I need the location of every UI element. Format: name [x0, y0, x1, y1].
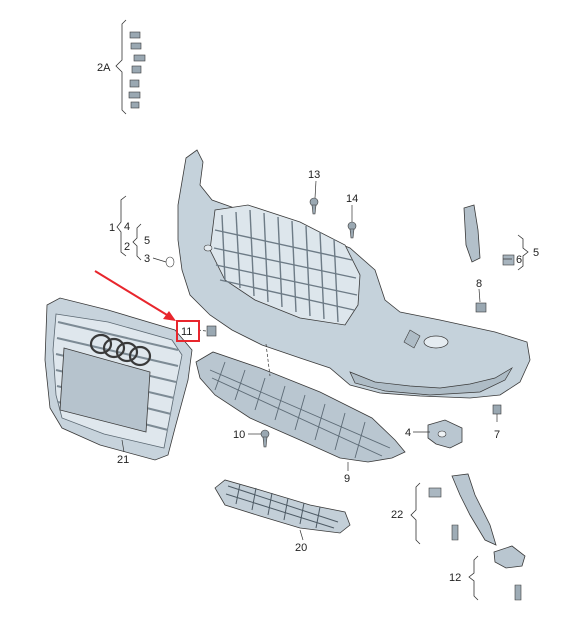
callout-8: 8 [476, 278, 482, 290]
callout-9: 9 [344, 473, 350, 485]
callout-21: 21 [117, 454, 129, 466]
callout-20: 20 [295, 542, 307, 554]
bumper-cover [177, 149, 531, 399]
callout-5b: 5 [533, 247, 539, 259]
callout-4a: 4 [124, 221, 130, 233]
highlight-arrow [94, 270, 176, 321]
callout-2: 2 [124, 241, 130, 253]
callout-14: 14 [346, 193, 358, 205]
lower-cover [195, 351, 406, 463]
callout-22: 22 [391, 509, 403, 521]
radiator-grille [44, 297, 193, 461]
callout-13: 13 [308, 169, 320, 181]
fog-light-grille [214, 479, 351, 534]
callout-1: 1 [109, 222, 115, 234]
callout-6: 6 [516, 254, 522, 266]
guide-bracket-5 [463, 204, 515, 266]
callout-5a: 5 [144, 235, 150, 247]
callout-12: 12 [449, 572, 461, 584]
label-brackets [115, 19, 529, 601]
callout-4b: 4 [405, 427, 411, 439]
leader-lines [121, 180, 512, 541]
callout-2a: 2A [97, 62, 111, 74]
callout-7: 7 [494, 429, 500, 441]
callout-labels: 2A 1 4 2 5 3 13 14 5 6 8 11 10 21 9 4 7 … [97, 62, 539, 584]
callout-10: 10 [233, 429, 245, 441]
callout-11: 11 [181, 326, 192, 338]
highlight-box [176, 320, 200, 342]
bracket-4 [427, 419, 463, 449]
bracket-12 [493, 545, 526, 601]
bracket-22 [428, 473, 497, 546]
callout-3: 3 [144, 253, 150, 265]
